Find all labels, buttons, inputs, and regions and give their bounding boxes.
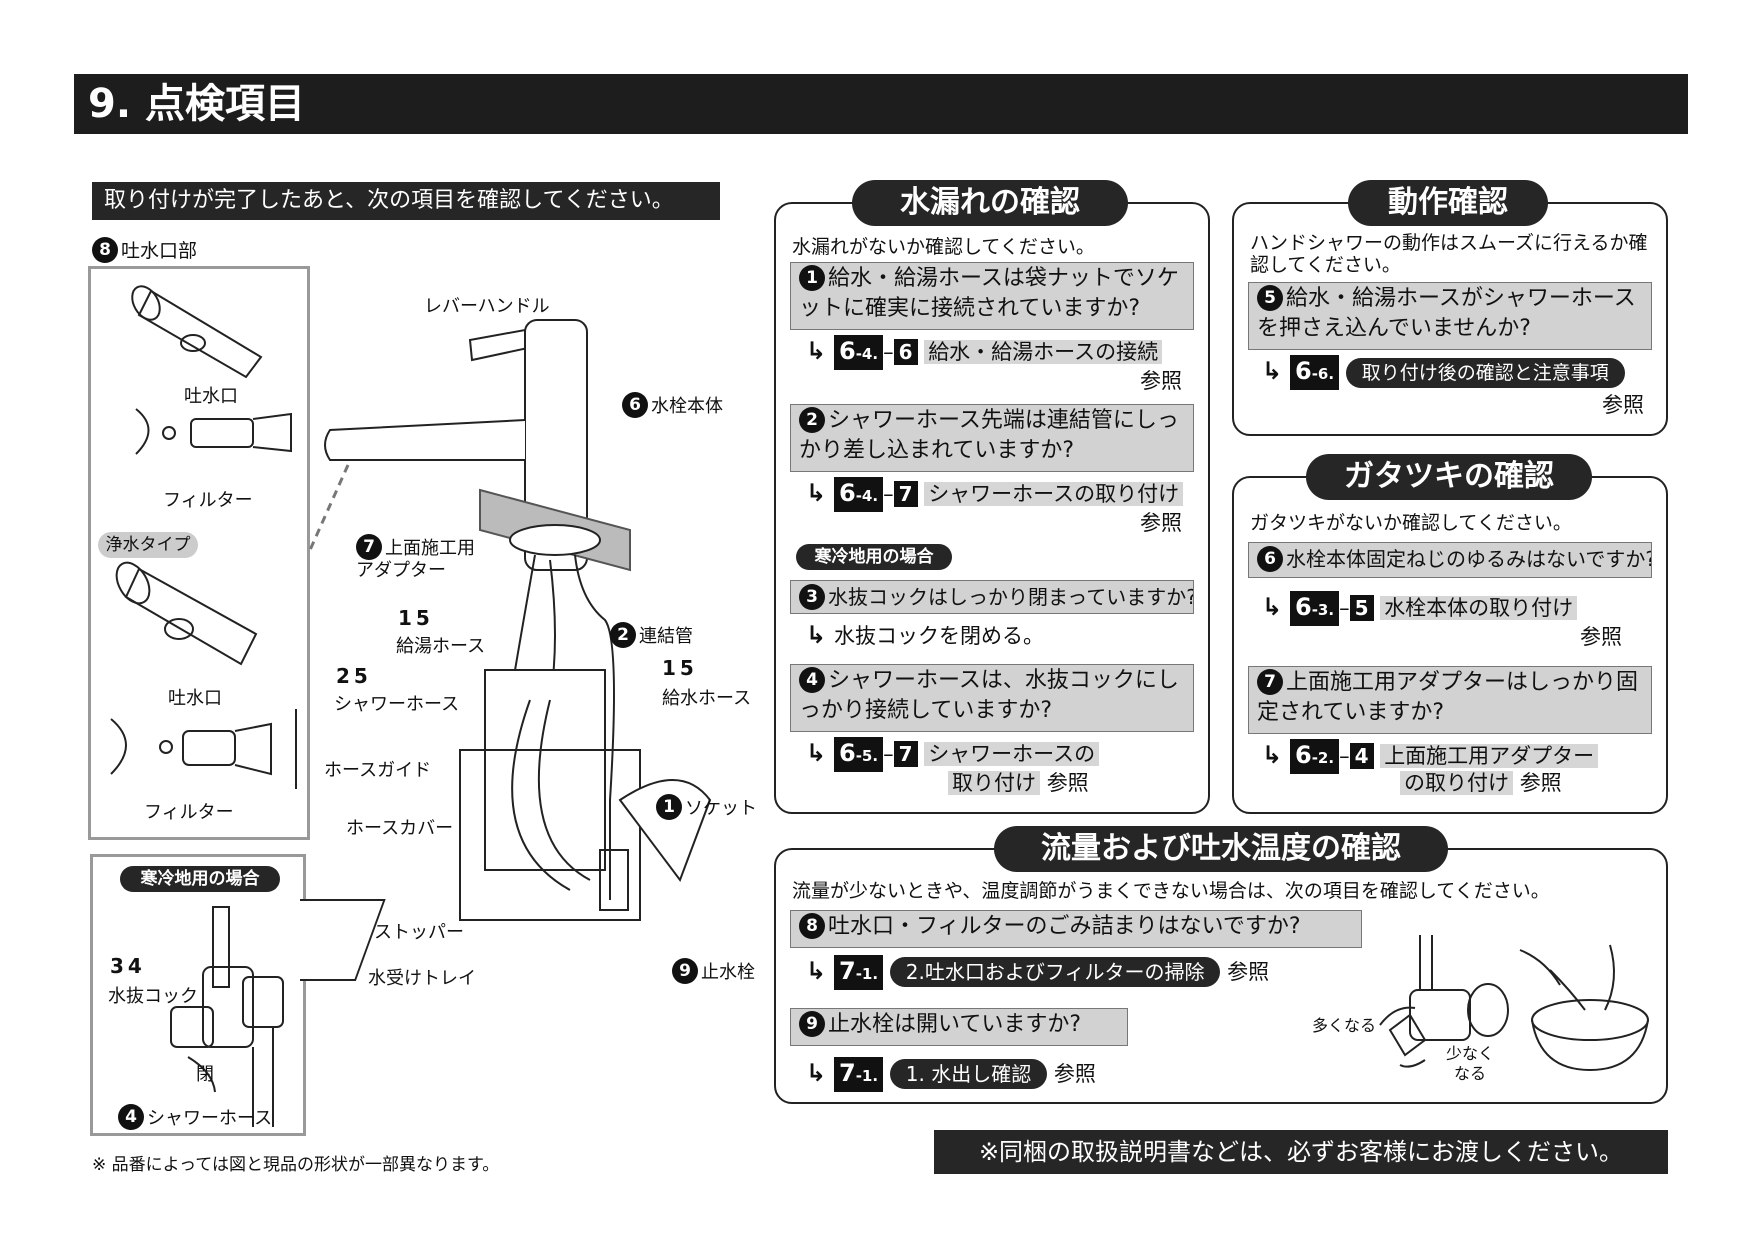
close-label: 閉 <box>196 1064 214 1085</box>
wobble-q7-ref-2: の取り付け 参照 <box>1400 766 1562 800</box>
filter-label: フィルター <box>163 490 253 511</box>
leak-title: 水漏れの確認 <box>852 180 1128 226</box>
leak-q4-ref-2: 取り付け 参照 <box>948 766 1089 800</box>
valve-and-bowl-illustration <box>1379 935 1649 1072</box>
intro-bar: 取り付けが完了したあと、次の項目を確認してください。 <box>92 182 720 220</box>
drain-cock-label: 水抜コック <box>108 986 198 1007</box>
label-cold-hose: 給水ホース <box>662 688 752 709</box>
label-tray: 水受けトレイ <box>368 968 476 989</box>
label-hose-guide: ホースガイド <box>324 760 432 781</box>
action-q5-ref: ↳6-6. 取り付け後の確認と注意事項 <box>1262 354 1625 390</box>
water-type-tag: 浄水タイプ <box>98 532 198 558</box>
flow-q8-ref: ↳7-1. 2.吐水口およびフィルターの掃除 参照 <box>806 954 1269 990</box>
label-less: 少なく なる <box>1446 1044 1495 1083</box>
cold-region-box <box>90 854 306 1136</box>
spout-illustration <box>110 285 297 789</box>
leak-q2-ref-word: 参照 <box>1140 511 1182 535</box>
action-title: 動作確認 <box>1348 180 1548 226</box>
leak-q4-ref: ↳6-5.–7 シャワーホースの <box>806 736 1100 772</box>
wobble-intro: ガタツキがないか確認してください。 <box>1250 512 1572 534</box>
leak-q3-action: ↳水抜コックを閉める。 <box>806 621 1044 649</box>
flow-title: 流量および吐水温度の確認 <box>994 826 1448 872</box>
product-note: ※ 品番によっては図と現品の形状が一部異なります。 <box>92 1155 500 1175</box>
num-badge: 8 <box>92 237 118 263</box>
action-intro: ハンドシャワーの動作はスムーズに行えるか確認してください。 <box>1250 232 1648 276</box>
leak-intro: 水漏れがないか確認してください。 <box>792 236 1095 258</box>
shower-hose-nums: 25 <box>336 664 372 688</box>
label-lever: レバーハンドル <box>424 296 550 317</box>
wobble-title: ガタツキの確認 <box>1306 454 1592 500</box>
filter-label-2: フィルター <box>144 802 234 823</box>
cold-nums: 34 <box>110 954 146 978</box>
leak-q1-ref: ↳6-4.–6 給水・給湯ホースの接続 <box>806 334 1163 370</box>
wobble-q6-ref-word: 参照 <box>1580 625 1622 649</box>
faucet-diagram <box>300 319 712 981</box>
page-title: 9. 点検項目 <box>74 74 1688 134</box>
cold-hose-nums: 15 <box>662 656 698 680</box>
footer-notice: ※同梱の取扱説明書などは、必ずお客様にお渡しください。 <box>934 1130 1668 1174</box>
action-q5-ref-word: 参照 <box>1602 393 1644 417</box>
flow-q9-ref: ↳7-1. 1. 水出し確認 参照 <box>806 1056 1096 1092</box>
leak-q1-ref-word: 参照 <box>1140 369 1182 393</box>
label-stopper: ストッパー <box>374 922 464 943</box>
spout-label: 吐水口 <box>184 386 238 407</box>
cold-region-tag: 寒冷地用の場合 <box>120 866 280 892</box>
label-hot-hose: 給湯ホース <box>396 636 486 657</box>
spout-detail-box <box>88 266 310 840</box>
drain-cock-illustration <box>170 906 284 1127</box>
wobble-q6-ref: ↳6-3.–5 水栓本体の取り付け <box>1262 590 1578 626</box>
label-shower-hose: シャワーホース <box>334 694 460 715</box>
leak-cold-tag: 寒冷地用の場合 <box>796 544 952 570</box>
hot-hose-nums: 15 <box>398 606 434 630</box>
label-more: 多くなる <box>1312 1016 1377 1035</box>
wobble-q7-ref: ↳6-2.–4 上面施工用アダプター <box>1262 738 1599 774</box>
spout-label-2: 吐水口 <box>168 688 222 709</box>
label-hose-cover: ホースカバー <box>346 818 454 839</box>
leak-q2-ref: ↳6-4.–7 シャワーホースの取り付け <box>806 476 1184 512</box>
flow-intro: 流量が少ないときや、温度調節がうまくできない場合は、次の項目を確認してください。 <box>792 880 1550 902</box>
